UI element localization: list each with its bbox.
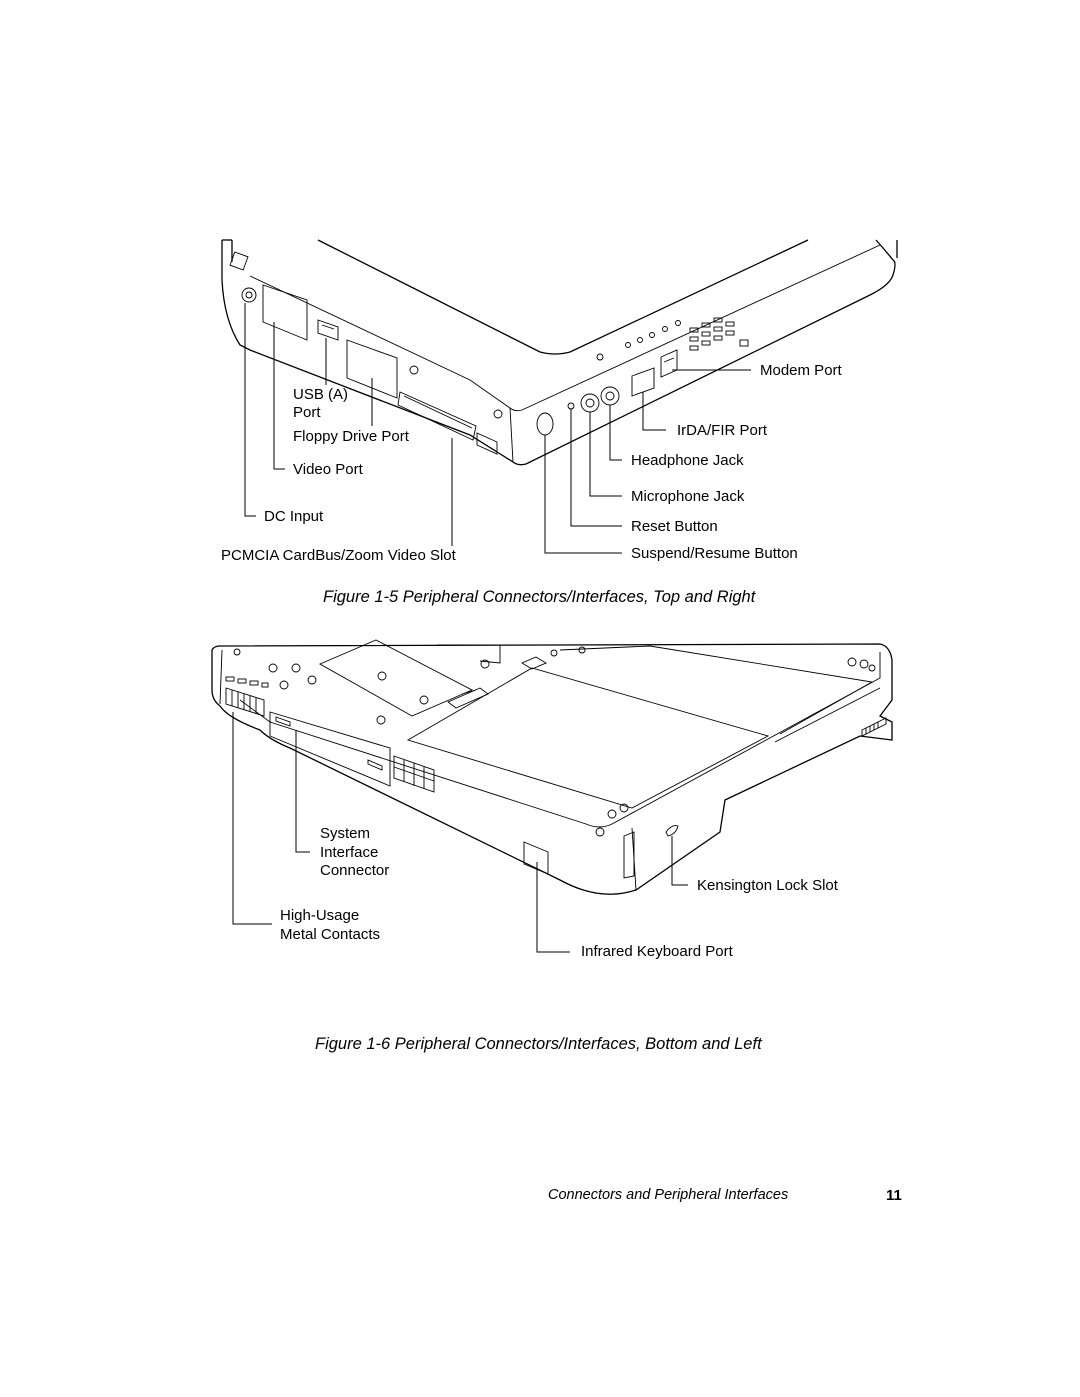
page-number: 11 [886, 1187, 902, 1204]
kensington-lock-slot-label: Kensington Lock Slot [697, 877, 838, 894]
video-port-label: Video Port [293, 461, 363, 478]
reset-button-label: Reset Button [631, 518, 718, 535]
dc-input-label: DC Input [264, 508, 324, 525]
high-usage-contacts-label: High-Usage Metal Contacts [280, 907, 381, 943]
figure-bottom-drawing [211, 639, 893, 953]
footer-section-title: Connectors and Peripheral Interfaces [548, 1187, 789, 1203]
usb-a-port-label: USB (A) Port [293, 386, 349, 421]
suspend-resume-button-label: Suspend/Resume Button [631, 545, 798, 562]
modem-port-label: Modem Port [760, 362, 842, 379]
headphone-jack-label: Headphone Jack [631, 452, 744, 469]
floppy-drive-port-label: Floppy Drive Port [293, 428, 409, 445]
figure-1-5-caption: Figure 1-5 Peripheral Connectors/Interfa… [323, 588, 756, 606]
pcmcia-slot-label: PCMCIA CardBus/Zoom Video Slot [221, 547, 456, 564]
irda-port-label: IrDA/FIR Port [677, 422, 768, 439]
figure-top-drawing [221, 239, 898, 554]
figure-1-6-caption: Figure 1-6 Peripheral Connectors/Interfa… [315, 1035, 762, 1053]
infrared-keyboard-port-label: Infrared Keyboard Port [581, 943, 733, 960]
microphone-jack-label: Microphone Jack [631, 488, 745, 505]
system-interface-connector-label: System Interface Connector [320, 825, 390, 879]
